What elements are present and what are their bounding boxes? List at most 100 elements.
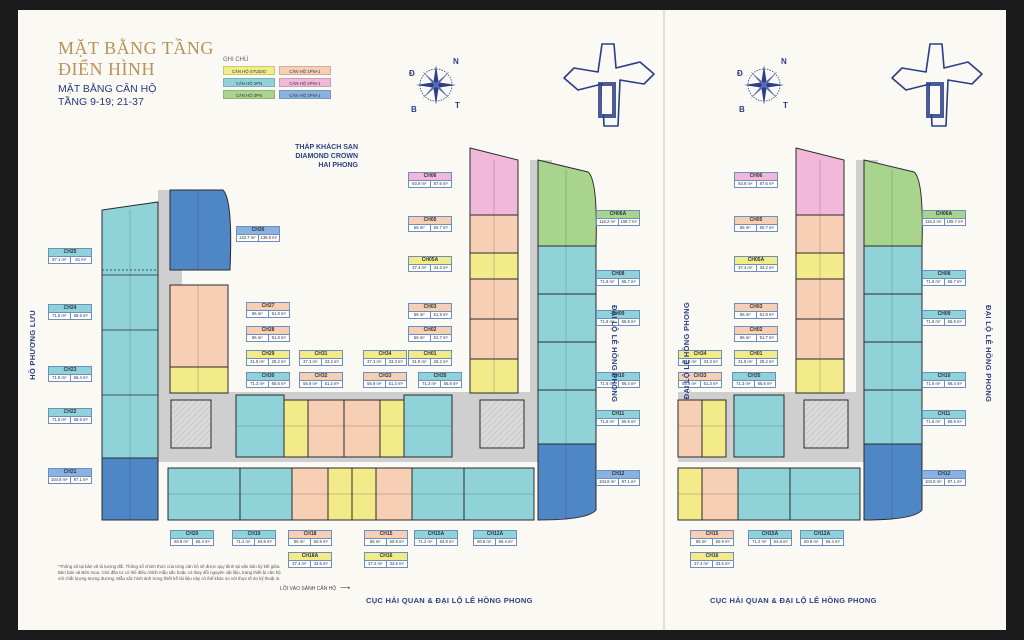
unit-area-gross: 71.6 m² — [600, 419, 615, 424]
unit-name: CH18A — [289, 553, 331, 560]
unit-name: CH29 — [247, 351, 289, 358]
unit-area-gross: 55.9 m² — [682, 381, 697, 386]
unit-area-gross: 37.4 m² — [694, 561, 709, 566]
unit-area-net: 97.1 m² — [617, 479, 640, 485]
unit-area-net: 136.8 m² — [257, 235, 280, 241]
unit-name: CH20 — [171, 531, 213, 538]
unit-area-gross: 71.3 m² — [422, 381, 437, 386]
floor-plan-sheet: MẶT BẰNG TẦNG ĐIỂN HÌNH MẶT BẰNG CĂN HỘ … — [18, 10, 1006, 630]
unit-area-net: 66.4 m² — [617, 381, 640, 387]
unit-area-gross: 71.6 m² — [926, 319, 941, 324]
unit-name: CH01 — [409, 351, 451, 358]
unit-area-gross: 56 m² — [413, 312, 425, 317]
unit-name: CH22 — [49, 409, 91, 416]
unit-area-net: 65.7 m² — [943, 279, 966, 285]
compass-rose-icon: N Đ B T — [734, 55, 794, 115]
unit-name: CH10 — [923, 373, 965, 380]
unit-name: CH02 — [409, 327, 451, 334]
unit-area-gross: 71.3 m² — [736, 381, 751, 386]
unit-area-net: 108.7 m² — [617, 219, 640, 225]
unit-name: CH23 — [49, 367, 91, 374]
unit-name: CH31 — [300, 351, 342, 358]
unit-area-net: 66.4 m² — [943, 381, 966, 387]
unit-area-gross: 71.6 m² — [600, 319, 615, 324]
unit-area-net: 51.3 m² — [384, 381, 407, 387]
arrow-right-icon: ⟶ — [340, 585, 351, 592]
floor-plan-right — [677, 147, 923, 521]
unit-area-gross: 31.9 m² — [412, 359, 427, 364]
unit-area-net: 51.9 m² — [429, 312, 452, 318]
unit-name: CH09 — [923, 311, 965, 318]
site-keymap-icon — [558, 38, 658, 135]
unit-name: CH03 — [735, 304, 777, 311]
unit-area-gross: 71.6 m² — [600, 279, 615, 284]
